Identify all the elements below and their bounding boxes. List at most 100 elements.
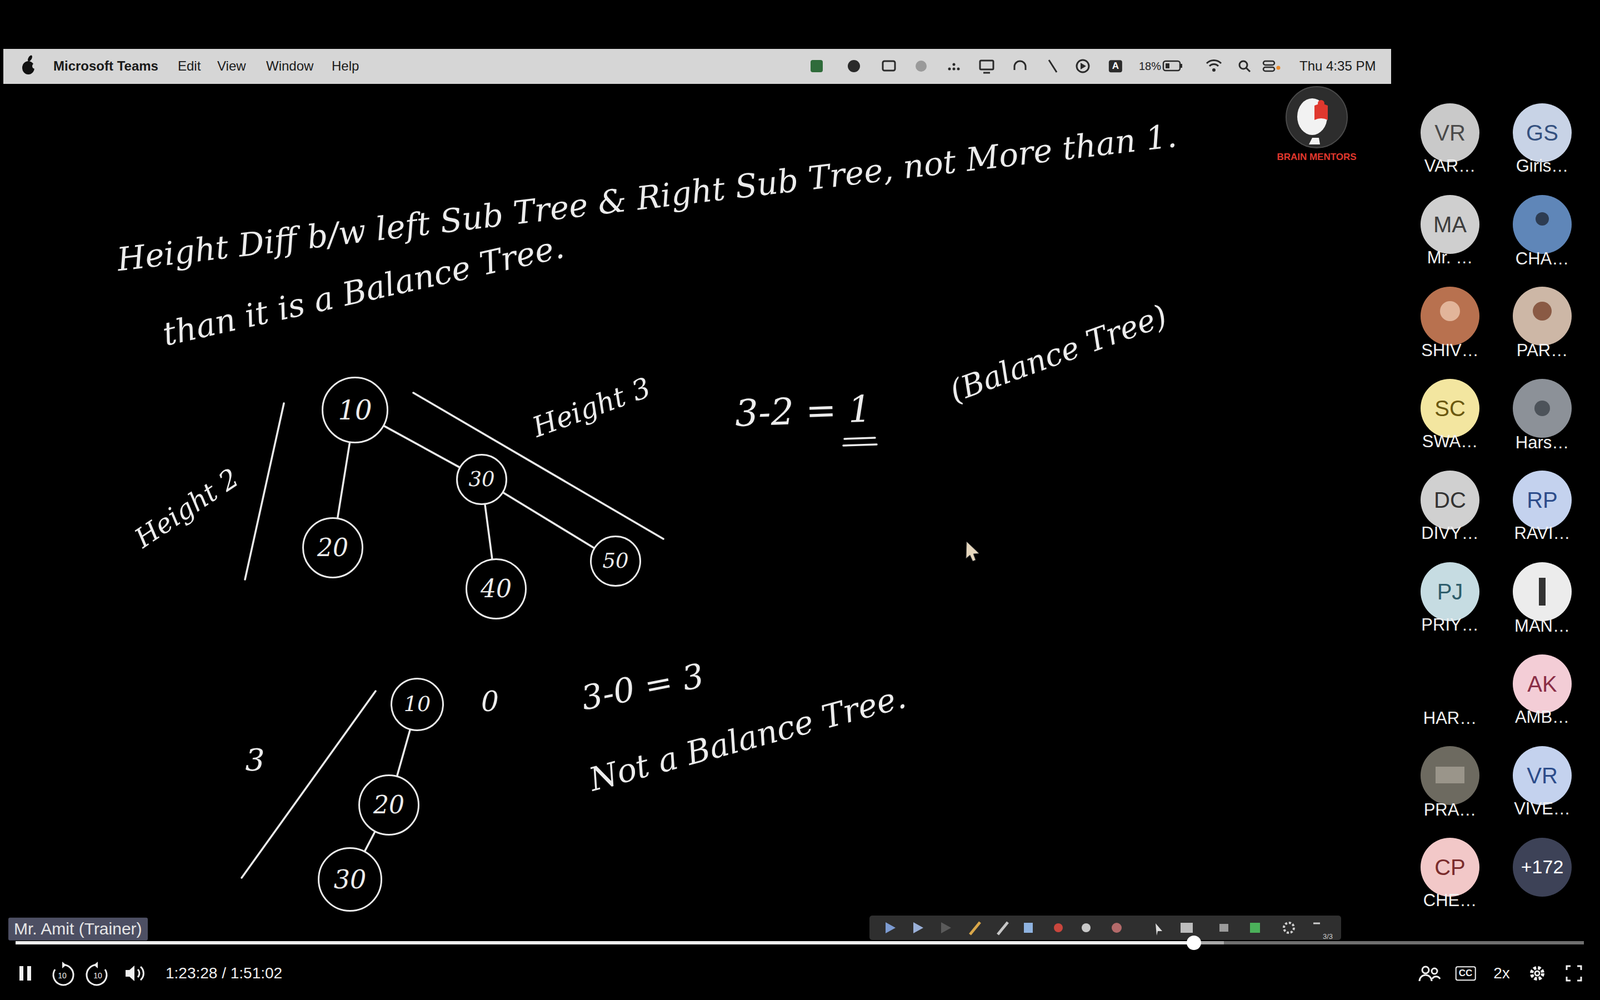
annotation-toolbar	[869, 915, 1342, 940]
participant-avatar: MAMr. …	[1420, 195, 1480, 254]
avatar-initials: MA	[1433, 212, 1467, 237]
participant-avatar: DCDIVY…	[1420, 470, 1480, 530]
tree-node-circle: 10	[321, 376, 389, 444]
battery-percent: 18%	[1138, 60, 1162, 73]
participant-name: PRA…	[1423, 800, 1477, 820]
whiteboard-strokes	[241, 392, 877, 878]
menu-item: Help	[331, 58, 359, 74]
menu-clock: Thu 4:35 PM	[1299, 58, 1376, 74]
node-value: 30	[333, 865, 367, 894]
participant-name: Hars…	[1515, 432, 1569, 453]
node-value: 20	[373, 791, 405, 819]
tree-edge	[485, 505, 493, 559]
status-icon-letter: A	[1108, 60, 1123, 73]
participant-name: DIVY…	[1421, 523, 1479, 543]
tree-edge	[384, 426, 460, 468]
participant-avatar: PJPRIY…	[1420, 562, 1480, 622]
height-note: Height 2	[129, 462, 245, 554]
avatar-initials: VR	[1434, 120, 1466, 145]
participant-avatar: GSGiris…	[1512, 103, 1572, 163]
tree-node-circle: 20	[358, 774, 420, 836]
participant-name: PRIY…	[1421, 615, 1479, 635]
participant-name: Giris…	[1516, 156, 1569, 176]
participant-avatar: +172	[1512, 837, 1572, 897]
participant-name: AMB…	[1515, 707, 1570, 727]
participant-name: Mr. …	[1427, 248, 1474, 268]
participant-name: HAR…	[1423, 708, 1477, 729]
height-note: 0	[481, 686, 499, 719]
presenter-tag: Mr. Amit (Trainer)	[8, 917, 148, 941]
participant-name: SHIV…	[1421, 340, 1479, 361]
tree-edge	[365, 832, 375, 852]
apple-logo	[22, 54, 38, 75]
participant-avatar: VRVAR…	[1420, 103, 1480, 163]
participant-avatar: AKAMB…	[1512, 654, 1572, 714]
skip-seconds: 10	[57, 971, 67, 980]
brand-logo-text: BRAIN MENTORS	[1276, 151, 1357, 163]
participant-name: RAVI…	[1513, 523, 1570, 543]
app-name: Microsoft Teams	[53, 58, 159, 74]
participant-avatar: RPRAVI…	[1512, 470, 1572, 530]
height-note: 3	[245, 742, 265, 778]
height-difference: 3-2 = 1	[734, 388, 873, 435]
brain-mentors-logo	[1286, 86, 1348, 148]
node-value: 40	[480, 575, 512, 603]
captions-button: CC	[1455, 966, 1477, 981]
node-value: 30	[468, 468, 495, 492]
tree-node-circle: 40	[465, 558, 527, 620]
node-value: 20	[317, 534, 349, 562]
node-value: 10	[403, 692, 431, 717]
participant-name: CHA…	[1515, 248, 1569, 269]
tree-node-circle: 30	[456, 453, 508, 505]
page-counter: 3/3	[1322, 932, 1333, 942]
participant-avatar: VRVIVE…	[1512, 746, 1572, 805]
participant-avatar: CPCHE…	[1420, 837, 1480, 897]
tree-node-circle: 10	[390, 677, 444, 732]
tree-node-circle: 50	[590, 535, 642, 587]
participant-name: VIVE…	[1513, 799, 1571, 819]
avatar-initials: SC	[1434, 396, 1466, 421]
node-value: 50	[602, 550, 629, 573]
whiteboard-heading: Height Diff b/w left Sub Tree & Right Su…	[115, 117, 1179, 279]
menu-item: View	[217, 58, 247, 74]
avatar-initials: PJ	[1437, 579, 1464, 604]
avatar-initials: VR	[1526, 763, 1558, 788]
menu-bar	[3, 48, 1392, 84]
tree-node-circle: 30	[317, 847, 383, 912]
playback-speed: 2x	[1493, 964, 1510, 983]
participant-name: PAR…	[1516, 340, 1568, 361]
height-note: Height 3	[528, 371, 655, 444]
participant-name: VAR…	[1424, 156, 1476, 176]
menu-status-icons	[810, 60, 1281, 73]
tree-edge	[337, 442, 350, 518]
node-value: 10	[337, 395, 372, 425]
player-controls	[19, 961, 1582, 985]
avatar-initials: GS	[1526, 120, 1559, 145]
participant-photos	[1420, 195, 1572, 805]
menu-item: Edit	[177, 58, 201, 74]
participant-name: SWA…	[1422, 432, 1478, 452]
participant-name: MAN…	[1514, 616, 1570, 637]
avatar-initials: +172	[1521, 856, 1564, 878]
avatar-initials: RP	[1526, 487, 1558, 513]
avatar-initials: AK	[1527, 671, 1557, 697]
verdict-note: (Balance Tree)	[945, 298, 1172, 410]
progress-bar	[15, 935, 1584, 950]
mouse-cursor	[966, 541, 979, 562]
skip-seconds: 10	[93, 971, 103, 980]
tree-edge	[397, 730, 410, 776]
avatar-initials: CP	[1434, 855, 1466, 880]
avatar-initials: DC	[1433, 487, 1467, 513]
participant-name: CHE…	[1423, 891, 1477, 910]
tree-node-circle: 20	[302, 517, 364, 579]
menu-item: Window	[266, 58, 314, 74]
height-difference: 3-0 = 3	[577, 656, 707, 718]
tree-edge	[503, 492, 594, 548]
playback-time: 1:23:28 / 1:51:02	[165, 964, 283, 983]
participant-avatar: SCSWA…	[1420, 378, 1480, 438]
